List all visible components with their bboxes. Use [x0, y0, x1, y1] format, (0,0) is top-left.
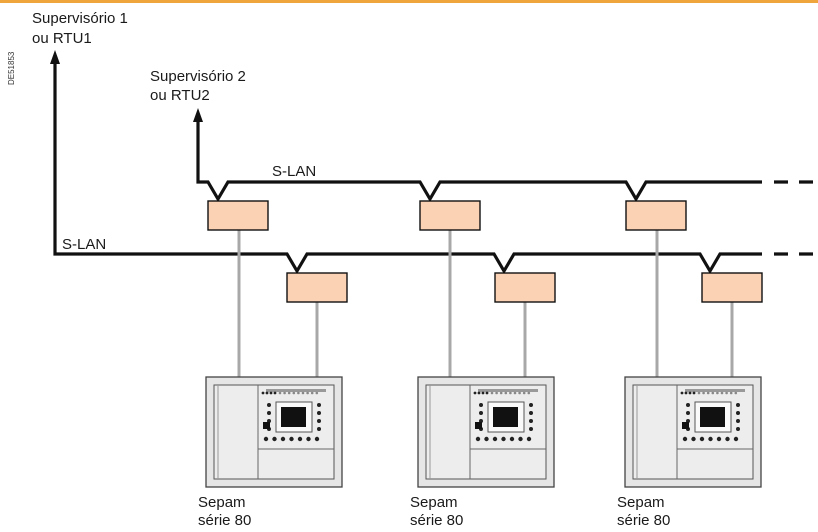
top-accent-bar	[0, 0, 818, 3]
supervisor-2-sublabel: ou RTU2	[150, 87, 210, 104]
keypad-row	[263, 436, 320, 442]
keypad-row	[682, 436, 739, 442]
display-screen	[700, 407, 725, 427]
display-screen	[493, 407, 518, 427]
device-status-strip	[478, 389, 538, 392]
sepam-device-1	[205, 376, 343, 488]
uplink-1-arrow-icon	[50, 50, 60, 64]
supervisor-1-label: Supervisório 1	[32, 10, 128, 27]
led-row	[680, 391, 738, 395]
device-label: Sepam	[617, 494, 665, 511]
supervisor-1-sublabel: ou RTU1	[32, 30, 92, 47]
reference-code: DE51853	[7, 51, 16, 85]
interface-box-lower-1	[286, 272, 348, 303]
interface-box-upper-1	[207, 200, 269, 231]
device-status-strip	[685, 389, 745, 392]
device-label: Sepam	[198, 494, 246, 511]
display-screen	[281, 407, 306, 427]
interface-box-lower-2	[494, 272, 556, 303]
bus-lower-label: S-LAN	[62, 236, 106, 253]
supervisor-2-label: Supervisório 2	[150, 68, 246, 85]
device-status-strip	[266, 389, 326, 392]
bus-upper	[196, 120, 762, 203]
bus-lower	[53, 62, 762, 275]
uplink-2-arrow-icon	[193, 108, 203, 122]
interface-box-upper-2	[419, 200, 481, 231]
device-panel	[632, 384, 754, 480]
square-key	[682, 422, 689, 429]
device-wires	[237, 230, 734, 377]
device-sublabel: série 80	[198, 512, 251, 529]
interface-box-upper-3	[625, 200, 687, 231]
device-sublabel: série 80	[617, 512, 670, 529]
led-row	[261, 391, 319, 395]
bus-upper-label: S-LAN	[272, 163, 316, 180]
device-panel	[425, 384, 547, 480]
device-sublabel: série 80	[410, 512, 463, 529]
square-key	[263, 422, 270, 429]
interface-modules	[207, 200, 763, 303]
sepam-device-3	[624, 376, 762, 488]
interface-box-lower-3	[701, 272, 763, 303]
keypad-row	[475, 436, 532, 442]
led-row	[473, 391, 531, 395]
device-label: Sepam	[410, 494, 458, 511]
sepam-device-2	[417, 376, 555, 488]
square-key	[475, 422, 482, 429]
device-panel	[213, 384, 335, 480]
